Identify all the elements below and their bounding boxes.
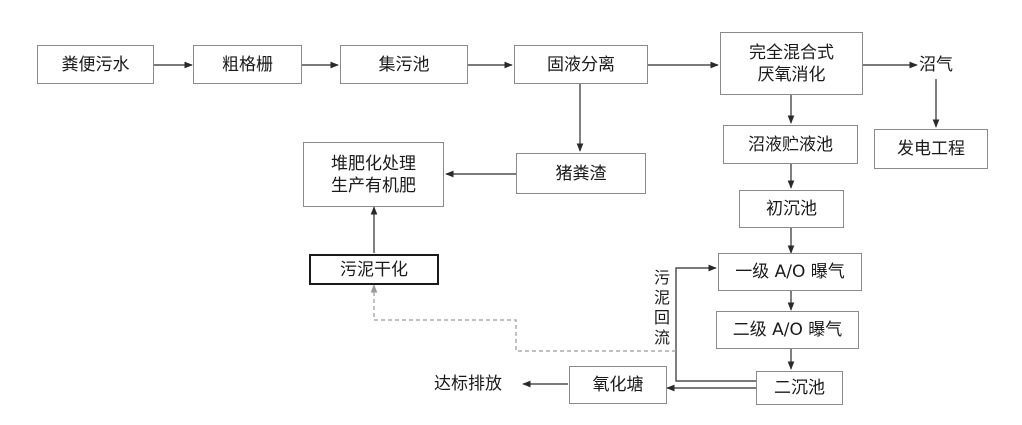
ao-stage2-box: 二级 A/O 曝气 <box>716 311 859 349</box>
manure-water-box: 粪便污水 <box>37 45 154 84</box>
oxidation-pond-box: 氧化塘 <box>569 366 667 404</box>
biogas-label: 沼气 <box>919 55 953 75</box>
pig-manure-residue-box: 猪粪渣 <box>516 153 646 194</box>
coarse-screen-box: 粗格栅 <box>193 45 302 84</box>
compost-box: 堆肥化处理 生产有机肥 <box>303 142 444 207</box>
discharge-label: 达标排放 <box>434 374 502 394</box>
collection-tank-box: 集污池 <box>340 45 468 84</box>
secondary-clarifier-box: 二沉池 <box>756 371 843 405</box>
sludge-return-label: 污泥回流 <box>653 268 670 347</box>
primary-clarifier-box: 初沉池 <box>739 190 844 228</box>
sludge-drying-box: 污泥干化 <box>309 254 439 285</box>
power-generation-box: 发电工程 <box>874 129 988 169</box>
solid-liquid-separation-box: 固液分离 <box>514 45 648 84</box>
biogas-slurry-tank-box: 沼液贮液池 <box>723 125 858 164</box>
cstr-digestion-box: 完全混合式 厌氧消化 <box>720 32 863 95</box>
ao-stage1-box: 一级 A/O 曝气 <box>718 253 862 291</box>
sludge-return-line <box>675 264 756 382</box>
sludge-to-drying-dashed-line <box>370 284 676 352</box>
